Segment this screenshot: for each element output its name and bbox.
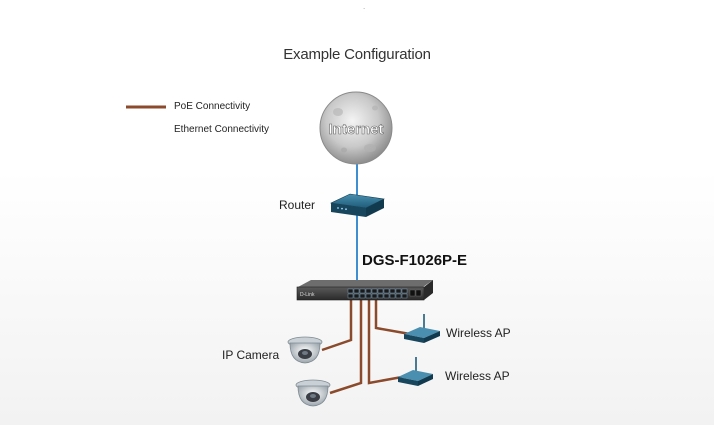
wireless-ap-label-2: Wireless AP: [445, 369, 510, 383]
router-icon: [329, 193, 385, 217]
switch-brand-label: D-Link: [300, 292, 315, 298]
wireless-ap-label-1: Wireless AP: [446, 326, 511, 340]
wireless-ap-icon-2: [398, 357, 433, 386]
poe-link-camera-2: [329, 300, 363, 395]
stray-dot: .: [363, 2, 366, 11]
internet-cloud-icon: Internet: [319, 91, 393, 165]
internet-label: Internet: [328, 121, 383, 138]
switch-icon: D-Link: [296, 280, 433, 301]
poe-link-ap-1: [374, 300, 411, 336]
wireless-ap-icon-1: [404, 314, 440, 343]
ip-camera-icon-2: [295, 379, 331, 407]
legend-ethernet-label: Ethernet Connectivity: [174, 124, 270, 135]
ip-camera-icon-1: [287, 336, 323, 364]
switch-model-label: DGS-F1026P-E: [362, 252, 468, 269]
poe-link-camera-1: [321, 300, 353, 352]
poe-link-ap-2: [367, 300, 403, 385]
legend-poe-label: PoE Connectivity: [174, 101, 251, 112]
ip-camera-label: IP Camera: [222, 348, 280, 362]
diagram-title: Example Configuration: [283, 46, 431, 63]
router-label: Router: [279, 198, 316, 212]
